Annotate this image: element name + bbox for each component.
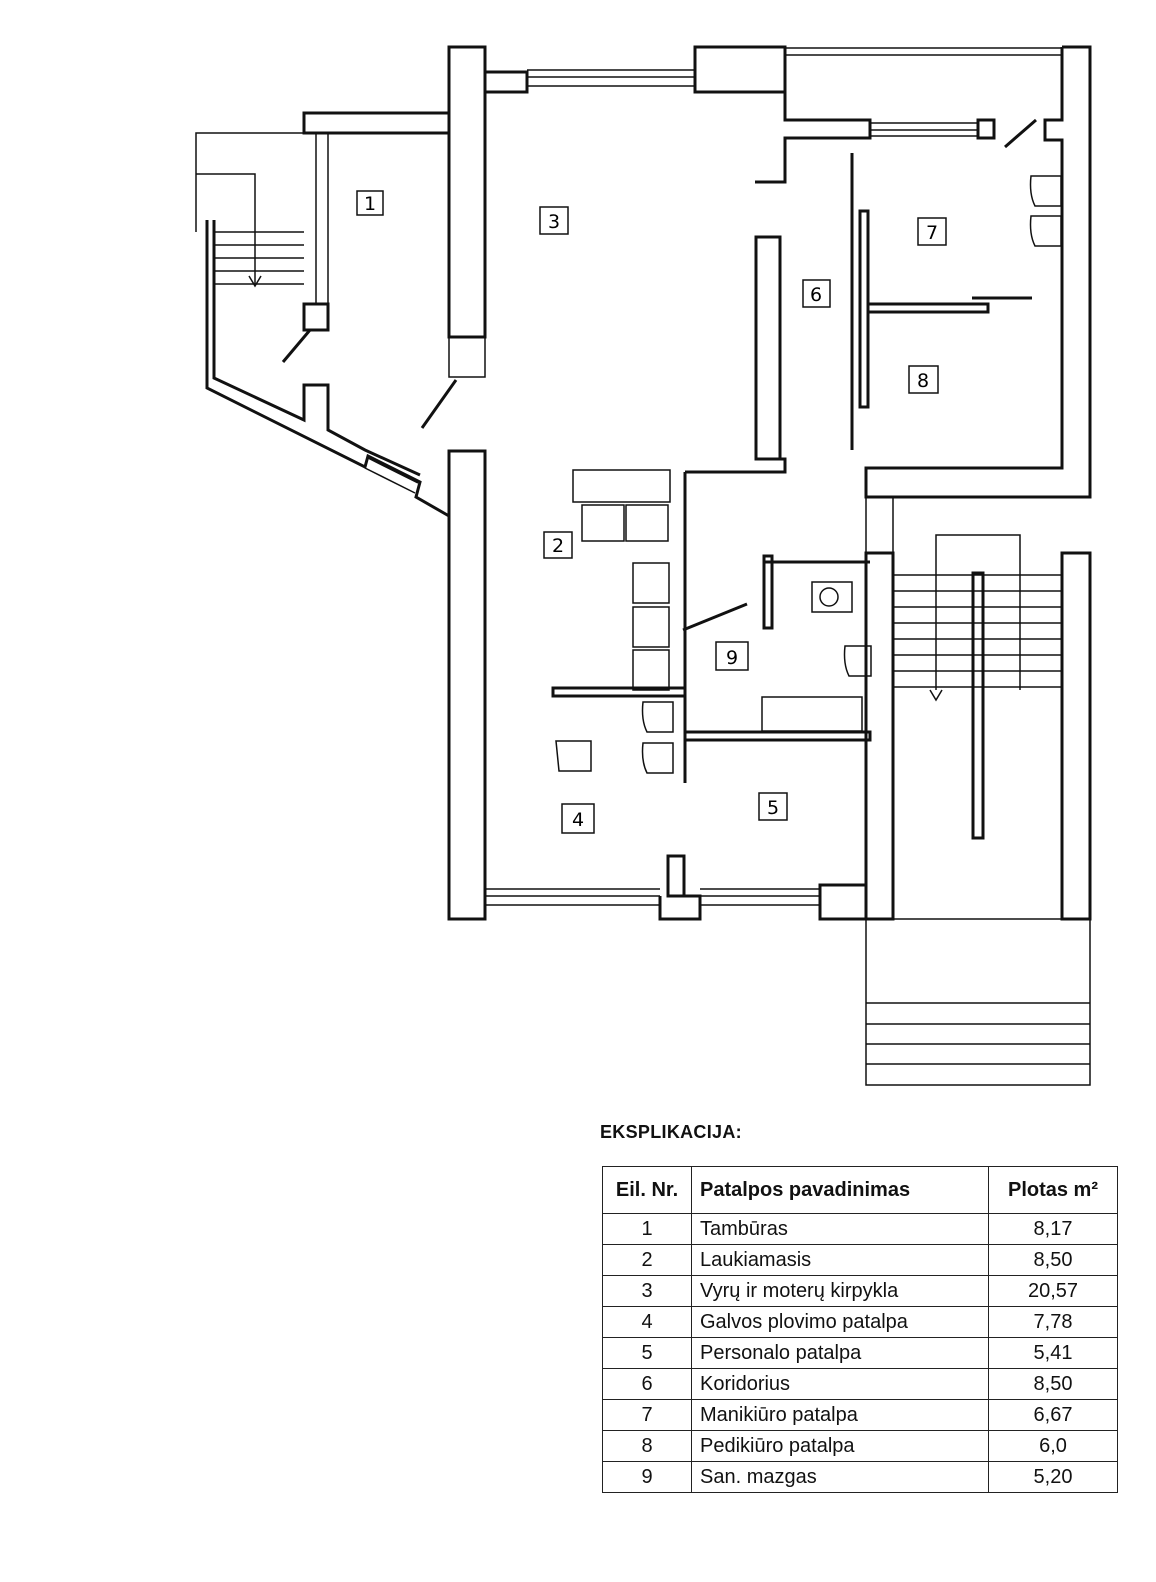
cell-nr: 6 xyxy=(602,1368,692,1400)
wall-tambour-top xyxy=(302,111,451,135)
cell-nr: 7 xyxy=(602,1399,692,1431)
cell-area: 8,17 xyxy=(988,1213,1118,1245)
cell-name: Vyrų ir moterų kirpykla xyxy=(691,1275,989,1307)
room-labels: 1 2 3 4 5 6 7 8 9 xyxy=(356,190,947,834)
cell-name: Koridorius xyxy=(691,1368,989,1400)
svg-text:4: 4 xyxy=(572,809,584,831)
wall-top-mid xyxy=(693,45,787,94)
floor-plan: 1 2 3 4 5 6 7 8 9 xyxy=(195,45,1092,1086)
cell-nr: 8 xyxy=(602,1430,692,1462)
cell-name: Tambūras xyxy=(691,1213,989,1245)
entrance-steps xyxy=(865,918,1091,1086)
cell-name: Pedikiūro patalpa xyxy=(691,1430,989,1462)
room-label-9: 9 xyxy=(715,641,749,671)
room-label-8: 8 xyxy=(908,365,939,394)
svg-text:2: 2 xyxy=(552,535,564,557)
svg-text:5: 5 xyxy=(767,797,779,819)
wall-left-lower xyxy=(447,449,487,921)
cell-area: 6,67 xyxy=(988,1399,1118,1431)
svg-text:9: 9 xyxy=(726,647,738,669)
wall-corridor-1 xyxy=(754,235,782,461)
cell-area: 20,57 xyxy=(988,1275,1118,1307)
sink-icons xyxy=(555,175,1062,774)
cell-area: 5,41 xyxy=(988,1337,1118,1369)
cell-area: 8,50 xyxy=(988,1244,1118,1276)
room-label-6: 6 xyxy=(802,279,831,308)
header-name: Patalpos pavadinimas xyxy=(691,1166,989,1214)
svg-text:7: 7 xyxy=(926,222,938,244)
furniture xyxy=(572,469,863,732)
explication-title: EKSPLIKACIJA: xyxy=(600,1122,742,1142)
cell-nr: 9 xyxy=(602,1461,692,1493)
room-label-3: 3 xyxy=(539,206,569,235)
door-swings xyxy=(281,118,1037,632)
stair-right xyxy=(893,534,1062,702)
cell-area: 8,50 xyxy=(988,1368,1118,1400)
cell-name: Personalo patalpa xyxy=(691,1337,989,1369)
cell-nr: 3 xyxy=(602,1275,692,1307)
room-label-4: 4 xyxy=(561,803,595,834)
room-label-2: 2 xyxy=(543,531,573,559)
room-label-1: 1 xyxy=(356,190,384,216)
cell-area: 7,78 xyxy=(988,1306,1118,1338)
stair-left xyxy=(195,132,304,288)
wall-left-upper xyxy=(447,45,487,339)
wall-stair-right xyxy=(1060,551,1092,921)
cell-nr: 1 xyxy=(602,1213,692,1245)
window-bottom xyxy=(485,888,820,906)
room-label-5: 5 xyxy=(758,792,788,821)
header-area: Plotas m² xyxy=(988,1166,1118,1214)
cell-nr: 2 xyxy=(602,1244,692,1276)
wall-bottom xyxy=(449,885,487,921)
wall-tambour-lower xyxy=(205,220,450,518)
cell-name: San. mazgas xyxy=(691,1461,989,1493)
explication-table: Eil. Nr. Patalpos pavadinimas Plotas m² … xyxy=(602,1166,1118,1493)
svg-text:3: 3 xyxy=(548,211,560,233)
svg-text:1: 1 xyxy=(364,193,376,215)
cell-name: Manikiūro patalpa xyxy=(691,1399,989,1431)
svg-text:6: 6 xyxy=(810,284,822,306)
wall-top-mid-lower xyxy=(755,90,872,184)
window-top xyxy=(527,69,695,87)
cell-nr: 4 xyxy=(602,1306,692,1338)
wall-right xyxy=(864,45,1092,499)
cell-name: Galvos plovimo patalpa xyxy=(691,1306,989,1338)
cell-area: 6,0 xyxy=(988,1430,1118,1462)
wall-top-left xyxy=(485,70,529,94)
cell-area: 5,20 xyxy=(988,1461,1118,1493)
table-header-row: Eil. Nr. Patalpos pavadinimas Plotas m² xyxy=(602,1166,1118,1214)
header-nr: Eil. Nr. xyxy=(602,1166,692,1214)
svg-text:8: 8 xyxy=(917,370,929,392)
cell-nr: 5 xyxy=(602,1337,692,1369)
room-label-7: 7 xyxy=(917,217,947,246)
window-top-right xyxy=(785,47,1062,137)
cell-name: Laukiamasis xyxy=(691,1244,989,1276)
